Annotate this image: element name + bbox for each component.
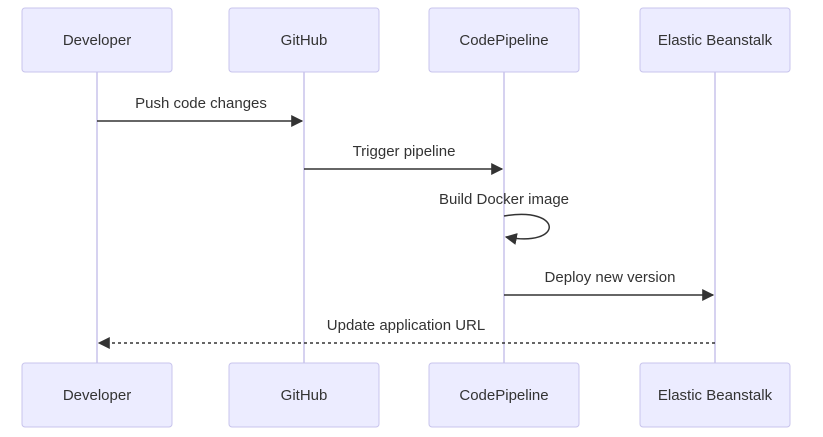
actor-label: GitHub <box>281 387 328 404</box>
actor-label: GitHub <box>281 32 328 49</box>
message-label: Push code changes <box>135 95 267 112</box>
actor-bottom-github: GitHub <box>228 362 380 428</box>
actor-label: CodePipeline <box>459 32 548 49</box>
actor-bottom-codepipeline: CodePipeline <box>428 362 580 428</box>
message-self-loop <box>503 213 550 245</box>
message-trigger-pipeline: Trigger pipeline <box>304 143 504 175</box>
actor-bottom-developer: Developer <box>21 362 173 428</box>
message-label: Update application URL <box>327 317 485 334</box>
message-label: Deploy new version <box>545 269 676 286</box>
message-deploy-version: Deploy new version <box>504 269 715 301</box>
actor-label: Developer <box>63 387 131 404</box>
message-label: Trigger pipeline <box>353 143 456 160</box>
message-label: Build Docker image <box>439 191 569 208</box>
actor-label: Elastic Beanstalk <box>658 387 773 404</box>
actor-bottom-beanstalk: Elastic Beanstalk <box>639 362 791 428</box>
actor-label: CodePipeline <box>459 387 548 404</box>
actor-top-developer: Developer <box>21 7 173 73</box>
actor-label: Developer <box>63 32 131 49</box>
actor-top-codepipeline: CodePipeline <box>428 7 580 73</box>
message-update-url: Update application URL <box>97 317 715 349</box>
message-build-docker: Build Docker image <box>439 191 569 245</box>
actor-top-beanstalk: Elastic Beanstalk <box>639 7 791 73</box>
message-push-code: Push code changes <box>97 95 304 127</box>
actor-label: Elastic Beanstalk <box>658 32 773 49</box>
actor-top-github: GitHub <box>228 7 380 73</box>
